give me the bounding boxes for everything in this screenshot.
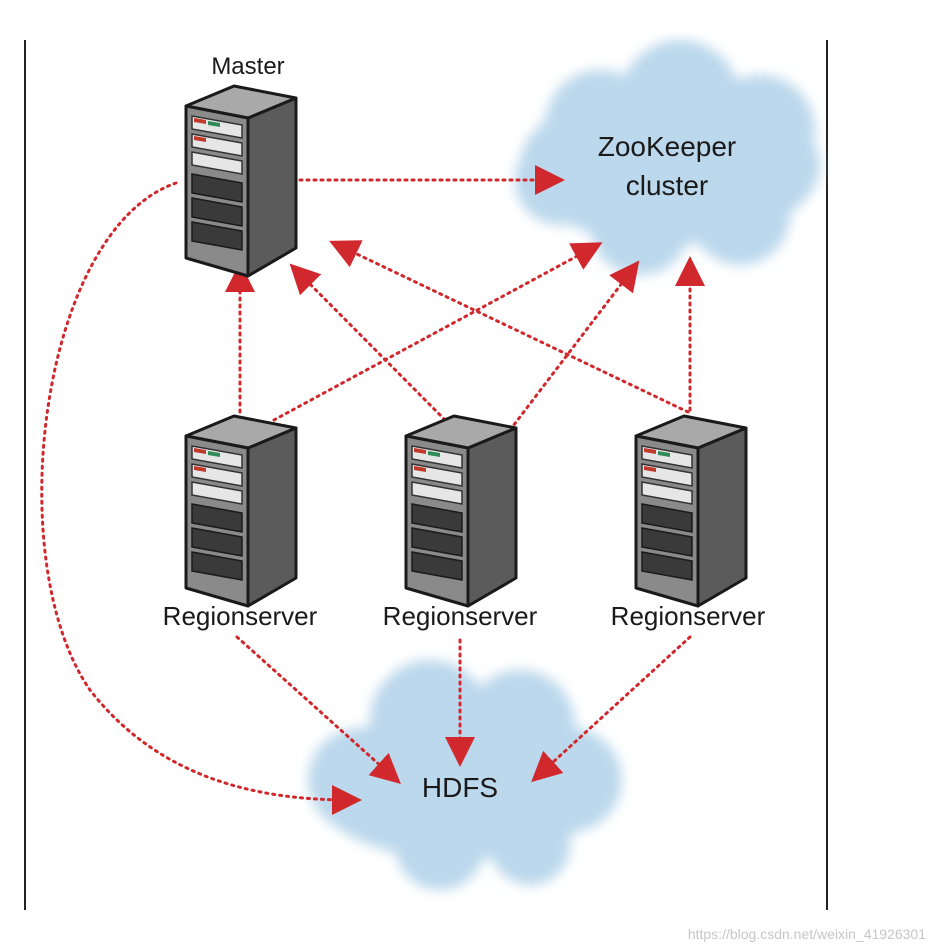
connection-arrows bbox=[40, 165, 705, 815]
regionserver-3-label: Regionserver bbox=[611, 601, 766, 631]
master-label: Master bbox=[211, 53, 284, 80]
hdfs-label: HDFS bbox=[422, 772, 498, 803]
zookeeper-cloud bbox=[515, 40, 820, 275]
regionserver-1-label: Regionserver bbox=[163, 601, 318, 631]
regionserver-3-icon bbox=[634, 414, 748, 608]
hdfs-cloud bbox=[308, 660, 622, 890]
arrow-rs1-to-zookeeper bbox=[272, 242, 603, 422]
watermark-text: https://blog.csdn.net/weixin_41926301 bbox=[687, 926, 926, 942]
regionserver-1-icon bbox=[184, 414, 298, 608]
zookeeper-label-line1: ZooKeeper bbox=[598, 131, 737, 162]
master-server-icon bbox=[184, 84, 298, 278]
right-border-line bbox=[826, 40, 828, 910]
arrow-master-to-hdfs bbox=[40, 181, 362, 815]
zookeeper-label-line2: cluster bbox=[626, 170, 708, 201]
regionserver-2-icon bbox=[404, 414, 518, 608]
arrow-rs2-to-master bbox=[289, 263, 447, 422]
arrow-rs2-to-zookeeper bbox=[508, 260, 640, 432]
arrow-rs1-to-hdfs bbox=[235, 635, 401, 785]
arrow-rs3-to-hdfs bbox=[531, 635, 692, 783]
arrow-rs3-to-master bbox=[329, 240, 690, 414]
left-border-line bbox=[24, 40, 26, 910]
regionserver-2-label: Regionserver bbox=[383, 601, 538, 631]
